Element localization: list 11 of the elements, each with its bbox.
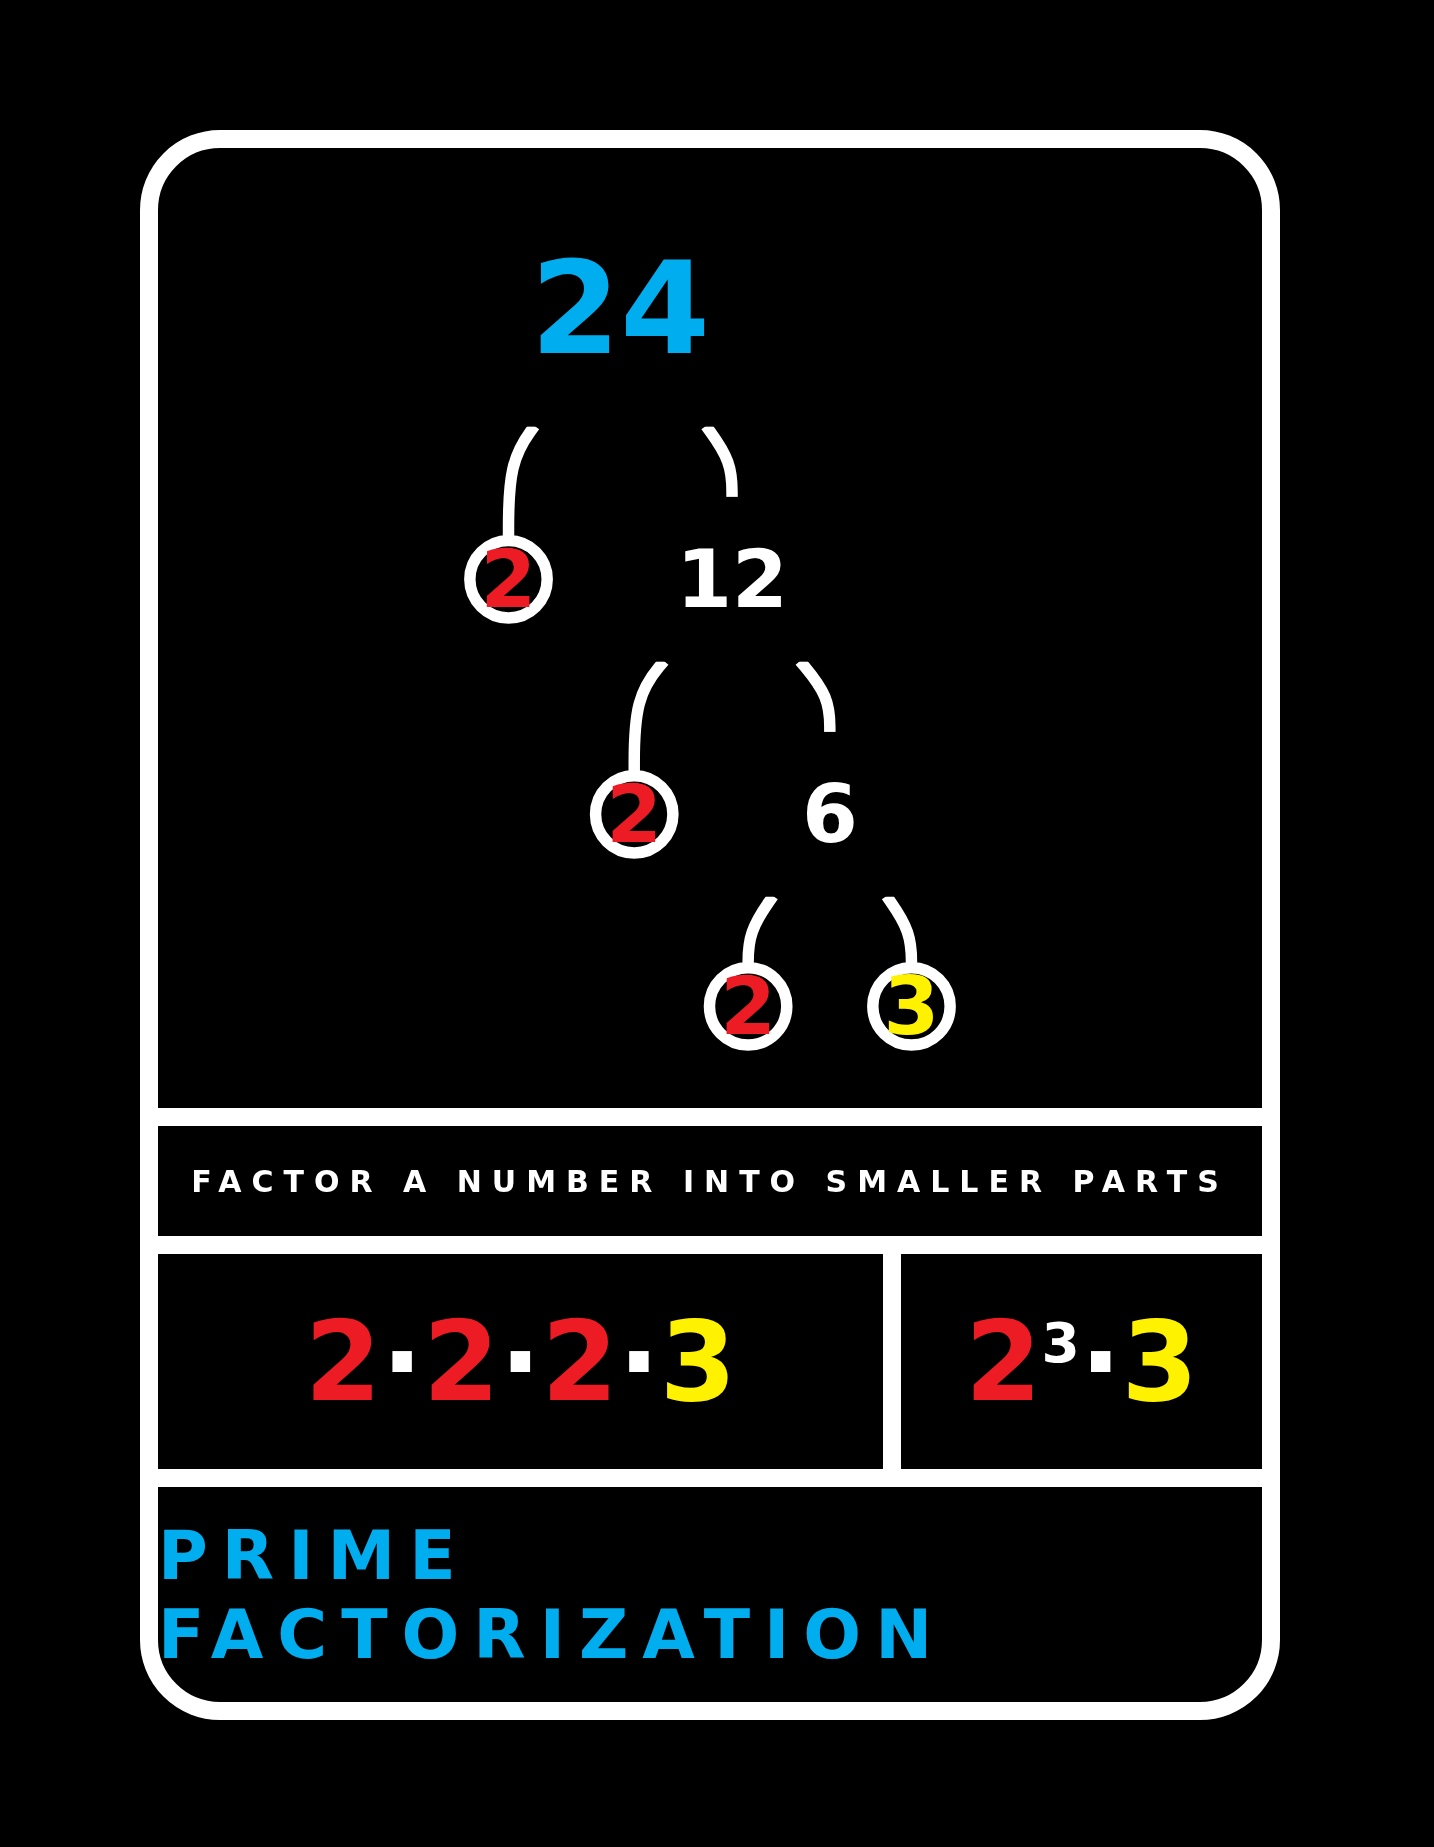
formula-text: 2·2·2·3 bbox=[304, 1297, 737, 1426]
caption-text: PRIME FACTORIZATION bbox=[158, 1515, 948, 1674]
node-circle: 2 bbox=[703, 961, 793, 1051]
node-text: 24 bbox=[530, 232, 711, 383]
node-text: 6 bbox=[801, 767, 858, 861]
formula-text: 2$^{3}$·3 bbox=[964, 1297, 1199, 1426]
node-circle: 2 bbox=[464, 534, 553, 624]
node-circle: 3 bbox=[867, 961, 956, 1051]
node-circle: 2 bbox=[589, 769, 679, 859]
subtitle-text: FACTOR A NUMBER INTO SMALLER PARTS bbox=[191, 1163, 1229, 1199]
node-text: 12 bbox=[676, 531, 788, 626]
